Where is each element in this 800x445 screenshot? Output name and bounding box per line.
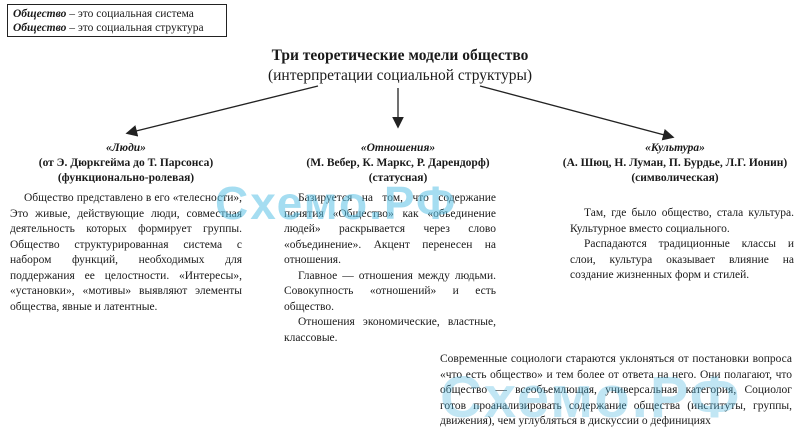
model-authors: (М. Вебер, К. Маркс, Р. Дарендорф) [306, 157, 490, 169]
footer-note: Современные социологи стараются уклонять… [440, 352, 792, 430]
model-people-header: «Люди» (от Э. Дюркгейма до Т. Парсонса) … [8, 141, 244, 186]
model-type: (статусная) [368, 172, 428, 184]
definition-term: Общество [13, 22, 67, 34]
definition-text: – это социальная структура [66, 22, 204, 34]
model-name: «Культура» [645, 142, 705, 154]
definition-term: Общество [13, 8, 67, 20]
arrow-right [479, 85, 675, 141]
model-relations-header: «Отношения» (М. Вебер, К. Маркс, Р. Даре… [280, 141, 516, 186]
model-paragraph: Общество представлено в его «телесности»… [10, 192, 242, 313]
model-type: (функционально-ролевая) [57, 172, 195, 184]
model-authors: (А. Шюц, Н. Луман, П. Бурдье, Л.Г. Ионин… [562, 157, 788, 169]
footer-note-text: Современные социологи стараются уклонять… [440, 353, 792, 427]
watermark-logo-repeat: Схемо.РФ [440, 365, 742, 430]
model-name: «Люди» [106, 142, 146, 154]
model-paragraph: Отношения экономические, властные, класс… [284, 316, 496, 344]
definition-box: Общество – это социальная система Общест… [7, 4, 227, 37]
arrow-left [125, 85, 319, 137]
definition-text: – это социальная система [66, 8, 194, 20]
model-relations-description: Базируется на том, что содержание поняти… [284, 191, 496, 346]
watermark-logo: Схемо.РФ [215, 177, 458, 229]
model-authors: (от Э. Дюркгейма до Т. Парсонса) [38, 157, 214, 169]
model-paragraph: Там, где было общество, стала культура. … [570, 207, 794, 235]
model-culture-description: Там, где было общество, стала культура. … [570, 206, 794, 284]
model-paragraph: Главное — отношения между людьми. Совоку… [284, 269, 496, 313]
model-people-description: Общество представлено в его «телесности»… [10, 191, 242, 315]
model-paragraph: Базируется на том, что содержание поняти… [284, 192, 496, 266]
model-paragraph: Распадаются традиционные классы и слои, … [570, 238, 794, 281]
page-title: Три теоретические модели общество [271, 47, 529, 64]
model-name: «Отношения» [360, 142, 436, 154]
definition-line-structure: Общество – это социальная структура [13, 21, 221, 35]
definition-line-system: Общество – это социальная система [13, 7, 221, 21]
page-subtitle: (интерпретации социальной структуры) [267, 67, 533, 84]
model-culture-header: «Культура» (А. Шюц, Н. Луман, П. Бурдье,… [555, 141, 795, 186]
model-type: (символическая) [631, 172, 719, 184]
